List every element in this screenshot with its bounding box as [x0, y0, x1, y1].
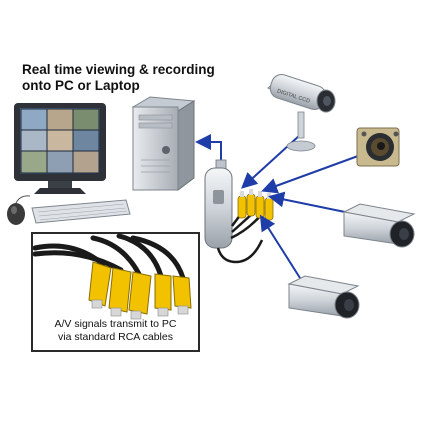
headline-line-2: onto PC or Laptop: [22, 78, 140, 93]
rca-cable-callout: A/V signals transmit to PC via standard …: [31, 232, 200, 352]
bullet-camera-icon: DIGITAL CCD: [267, 74, 336, 152]
mouse-icon: [7, 195, 31, 225]
mini-camera-icon: [356, 127, 400, 167]
rca-caption: A/V signals transmit to PC via standard …: [33, 318, 198, 344]
headline-line-1: Real time viewing & recording: [22, 62, 215, 77]
headline: Real time viewing & recording onto PC or…: [22, 62, 262, 94]
box-camera-icon: [342, 203, 416, 248]
pc-tower-icon: [131, 96, 196, 191]
rca-caption-line-1: A/V signals transmit to PC: [54, 318, 177, 330]
rca-cables-icon: [33, 234, 192, 320]
arrow-to-pc: [195, 134, 222, 168]
monitor-icon: [14, 103, 106, 194]
keyboard-icon: [31, 199, 131, 224]
rca-caption-line-2: via standard RCA cables: [58, 331, 173, 343]
rca-connector-cluster: [237, 189, 274, 221]
box-camera-icon-2: [287, 275, 360, 319]
camera-arrows: [241, 134, 359, 279]
